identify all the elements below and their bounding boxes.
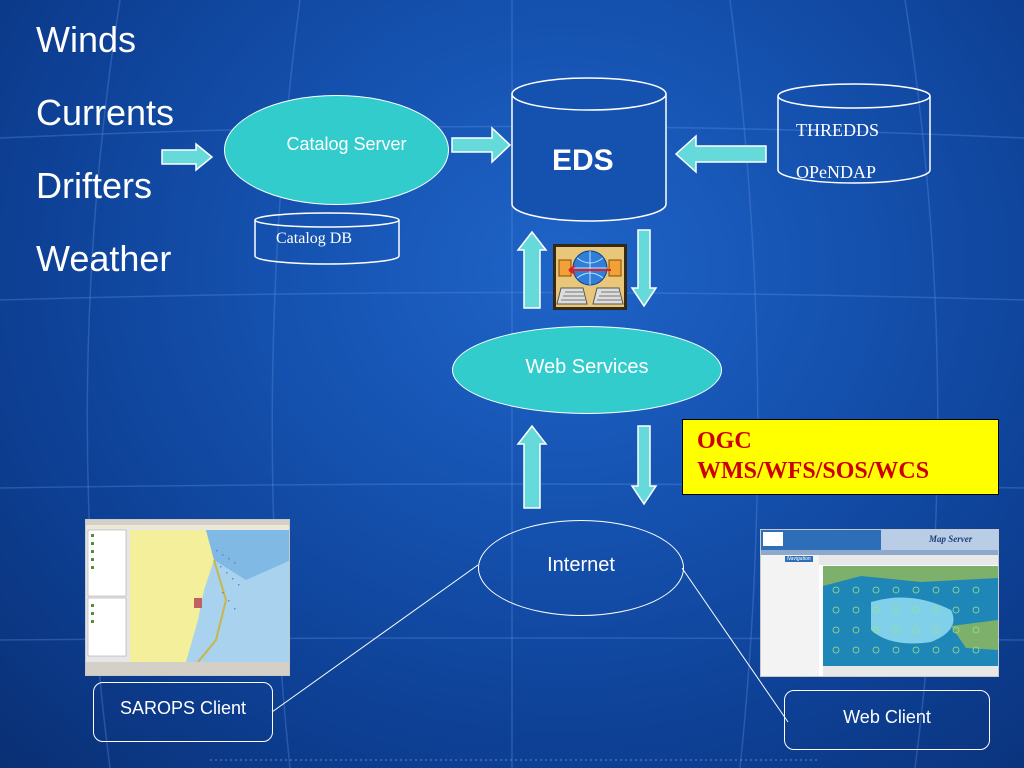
arrow-right-icon (161, 142, 214, 172)
catalog-server-label: Catalog Server (286, 133, 407, 154)
web-client-title: Map Server (929, 534, 973, 544)
ogc-box: OGC WMS/WFS/SOS/WCS (682, 419, 999, 495)
network-globe-icon (553, 244, 627, 310)
sarops-client-screenshot (85, 519, 290, 676)
sarops-client-label: SAROPS Client (119, 697, 247, 718)
internet-node: Internet (478, 520, 684, 616)
ogc-line-1: OGC (697, 428, 752, 454)
list-item-currents: Currents (36, 92, 175, 133)
arrow-up-icon (516, 424, 548, 509)
web-client-nav-label: Navigation (785, 556, 813, 562)
arrow-right-icon (451, 126, 512, 164)
arrow-up-icon (516, 230, 548, 309)
web-client-map-image (761, 530, 998, 676)
list-item-weather: Weather (36, 238, 172, 279)
sarops-client-box: SAROPS Client (93, 682, 273, 742)
data-type-list: Winds Currents Drifters Weather (36, 22, 174, 314)
eds-label: EDS (552, 144, 614, 177)
internet-label: Internet (547, 553, 615, 576)
arrow-down-icon (630, 229, 658, 308)
web-client-label: Web Client (843, 706, 931, 727)
sarops-map-image (86, 520, 289, 675)
web-services-label: Web Services (525, 355, 649, 378)
catalog-db-label: Catalog DB (276, 230, 352, 247)
thredds-label: THREDDS (796, 120, 880, 140)
web-services-node: Web Services (452, 326, 722, 414)
opendap-label: OPeNDAP (796, 162, 877, 182)
eds-cylinder (511, 77, 667, 222)
list-item-winds: Winds (36, 19, 137, 60)
catalog-server-node: Catalog Server (224, 95, 449, 205)
arrow-left-icon (674, 134, 767, 174)
catalog-db-cylinder (254, 212, 400, 265)
arrow-down-icon (630, 425, 658, 506)
thredds-cylinder (777, 83, 931, 184)
web-client-screenshot: Map Server Navigation (760, 529, 999, 677)
list-item-drifters: Drifters (36, 165, 152, 206)
ogc-line-2: WMS/WFS/SOS/WCS (697, 458, 930, 484)
web-client-box: Web Client (784, 690, 990, 750)
